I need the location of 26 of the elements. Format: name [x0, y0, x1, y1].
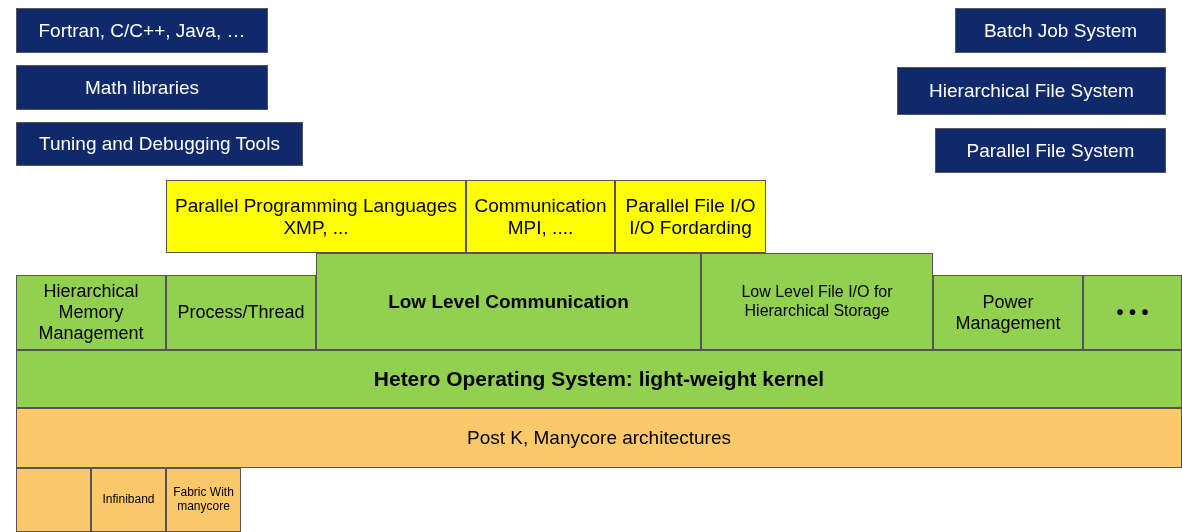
layer-box	[615, 180, 766, 253]
layer-example: MPI, ....	[507, 216, 574, 239]
layer-box: Power Management	[933, 275, 1083, 350]
layer-box: Low Level File I/O for Hierarchical Storage	[701, 253, 933, 350]
layer-box: Infiniband	[91, 468, 166, 532]
layer-box: Hetero Operating System: light-weight kernel	[16, 350, 1182, 408]
layer-box	[16, 468, 91, 532]
library-box: Math libraries	[16, 65, 268, 110]
layer-title: Parallel Programming Languages	[175, 194, 457, 217]
layer-title: Parallel File I/O	[625, 194, 756, 217]
layer-box: Hierarchical Memory Management	[16, 275, 166, 350]
layer-box: Fabric With manycore	[166, 468, 241, 532]
layer-box: Post K, Manycore architectures	[16, 408, 1182, 468]
layer-box	[466, 180, 615, 253]
layer-title: Communication	[474, 194, 607, 217]
language-box: Fortran, C/C++, Java, …	[16, 8, 268, 53]
system-box: Parallel File System	[935, 128, 1166, 173]
layer-box: • • •	[1083, 275, 1182, 350]
system-box: Hierarchical File System	[897, 67, 1166, 115]
layer-box	[166, 180, 466, 253]
tools-box: Tuning and Debugging Tools	[16, 122, 303, 166]
layer-example: XMP, ...	[283, 216, 349, 239]
layer-example: I/O Fordarding	[629, 216, 752, 239]
layer-box: Process/Thread	[166, 275, 316, 350]
system-box: Batch Job System	[955, 8, 1166, 53]
layer-box: Low Level Communication	[316, 253, 701, 350]
